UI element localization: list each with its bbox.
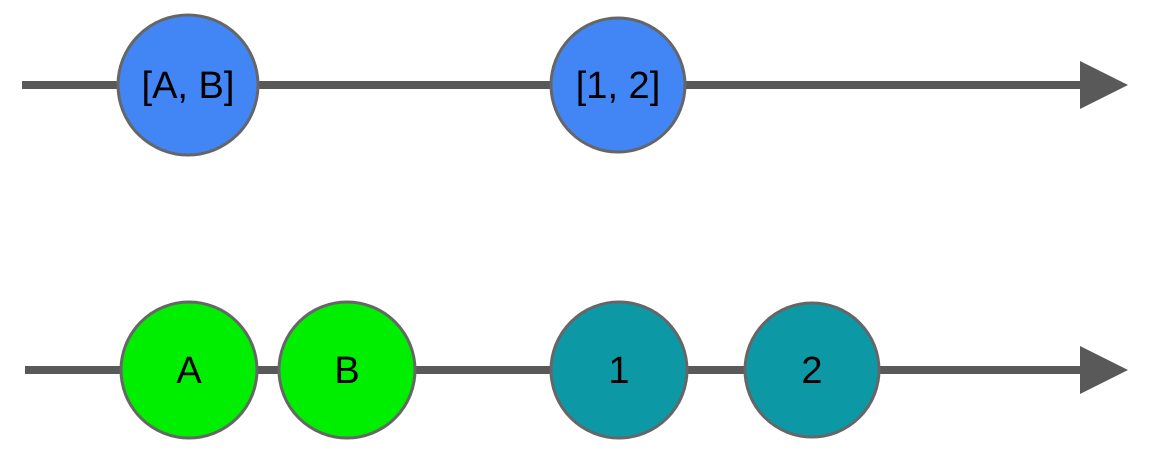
node-expanded-elements-row-0[interactable]: A [119,300,259,440]
node-circle-interval[interactable] [116,13,260,157]
top-axis-arrowhead-icon [1080,61,1128,109]
node-expanded-elements-row-1[interactable]: B [277,300,417,440]
node-expanded-elements-row-2[interactable]: 1 [549,300,689,440]
node-circle-element[interactable] [119,300,259,440]
node-circle-element[interactable] [743,301,881,439]
node-expanded-elements-row-3[interactable]: 2 [743,301,881,439]
node-collapsed-intervals-row-1[interactable]: [1, 2] [549,16,687,154]
node-circle-interval[interactable] [549,16,687,154]
bottom-axis-arrowhead-icon [1080,346,1128,394]
node-collapsed-intervals-row-0[interactable]: [A, B] [116,13,260,157]
node-circle-element[interactable] [277,300,417,440]
node-circle-element[interactable] [549,300,689,440]
